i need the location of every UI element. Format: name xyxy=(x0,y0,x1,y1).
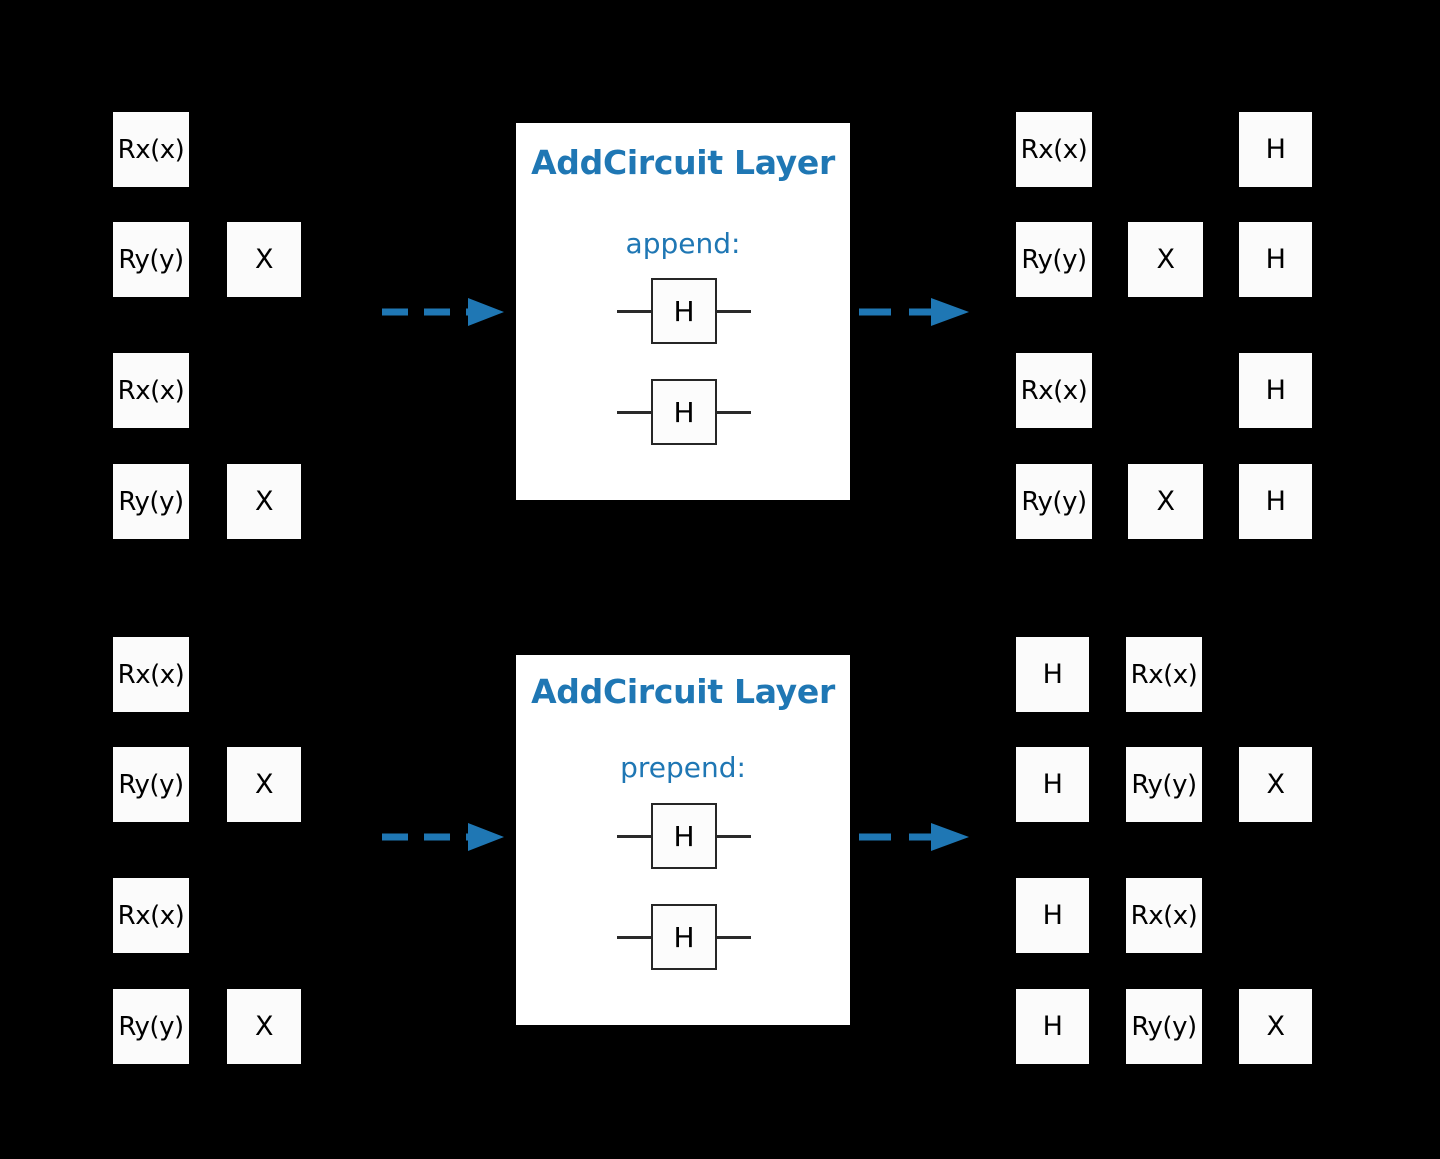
gate-x: X xyxy=(1239,989,1312,1064)
gate-ry: Ry(y) xyxy=(113,747,189,822)
arrow-layer-to-output-prepend xyxy=(857,820,972,854)
wire-right xyxy=(717,835,751,838)
gate-ry: Ry(y) xyxy=(1016,464,1092,539)
wire-right xyxy=(717,310,751,313)
layer-gate-row: H xyxy=(617,904,751,970)
arrow-input-to-layer-prepend xyxy=(380,820,510,854)
panel-mode-label: prepend: xyxy=(620,751,746,784)
gate-rx: Rx(x) xyxy=(1126,878,1202,953)
gate-x: X xyxy=(227,222,301,297)
gate-h: H xyxy=(651,278,717,344)
gate-ry: Ry(y) xyxy=(1126,989,1202,1064)
panel-title: AddCircuit Layer xyxy=(531,143,835,182)
addcircuit-layer-panel-append: AddCircuit Layer append: H H xyxy=(516,123,850,500)
wire-left xyxy=(617,411,651,414)
arrow-layer-to-output-append xyxy=(857,295,972,329)
gate-rx: Rx(x) xyxy=(113,112,189,187)
gate-h: H xyxy=(1239,112,1312,187)
addcircuit-layer-panel-prepend: AddCircuit Layer prepend: H H xyxy=(516,655,850,1025)
gate-h: H xyxy=(1016,637,1089,712)
layer-gate-row: H xyxy=(617,278,751,344)
gate-x: X xyxy=(1128,222,1203,297)
wire-left xyxy=(617,310,651,313)
gate-h: H xyxy=(1016,989,1089,1064)
gate-h: H xyxy=(1016,878,1089,953)
wire-right xyxy=(717,936,751,939)
gate-ry: Ry(y) xyxy=(113,464,189,539)
gate-rx: Rx(x) xyxy=(113,353,189,428)
gate-x: X xyxy=(1239,747,1312,822)
gate-h: H xyxy=(1239,353,1312,428)
arrow-input-to-layer-append xyxy=(380,295,510,329)
gate-h: H xyxy=(651,803,717,869)
gate-ry: Ry(y) xyxy=(1126,747,1202,822)
panel-mode-label: append: xyxy=(625,227,741,260)
gate-rx: Rx(x) xyxy=(113,878,189,953)
gate-h: H xyxy=(651,379,717,445)
gate-h: H xyxy=(1239,222,1312,297)
gate-h: H xyxy=(1016,747,1089,822)
gate-ry: Ry(y) xyxy=(113,222,189,297)
wire-right xyxy=(717,411,751,414)
gate-h: H xyxy=(1239,464,1312,539)
gate-rx: Rx(x) xyxy=(1126,637,1202,712)
layer-gate-row: H xyxy=(617,379,751,445)
layer-gate-row: H xyxy=(617,803,751,869)
wire-left xyxy=(617,835,651,838)
gate-ry: Ry(y) xyxy=(1016,222,1092,297)
gate-h: H xyxy=(651,904,717,970)
gate-rx: Rx(x) xyxy=(1016,112,1092,187)
gate-rx: Rx(x) xyxy=(1016,353,1092,428)
gate-x: X xyxy=(1128,464,1203,539)
gate-ry: Ry(y) xyxy=(113,989,189,1064)
wire-left xyxy=(617,936,651,939)
gate-x: X xyxy=(227,464,301,539)
gate-x: X xyxy=(227,747,301,822)
gate-rx: Rx(x) xyxy=(113,637,189,712)
gate-x: X xyxy=(227,989,301,1064)
panel-title: AddCircuit Layer xyxy=(531,672,835,711)
